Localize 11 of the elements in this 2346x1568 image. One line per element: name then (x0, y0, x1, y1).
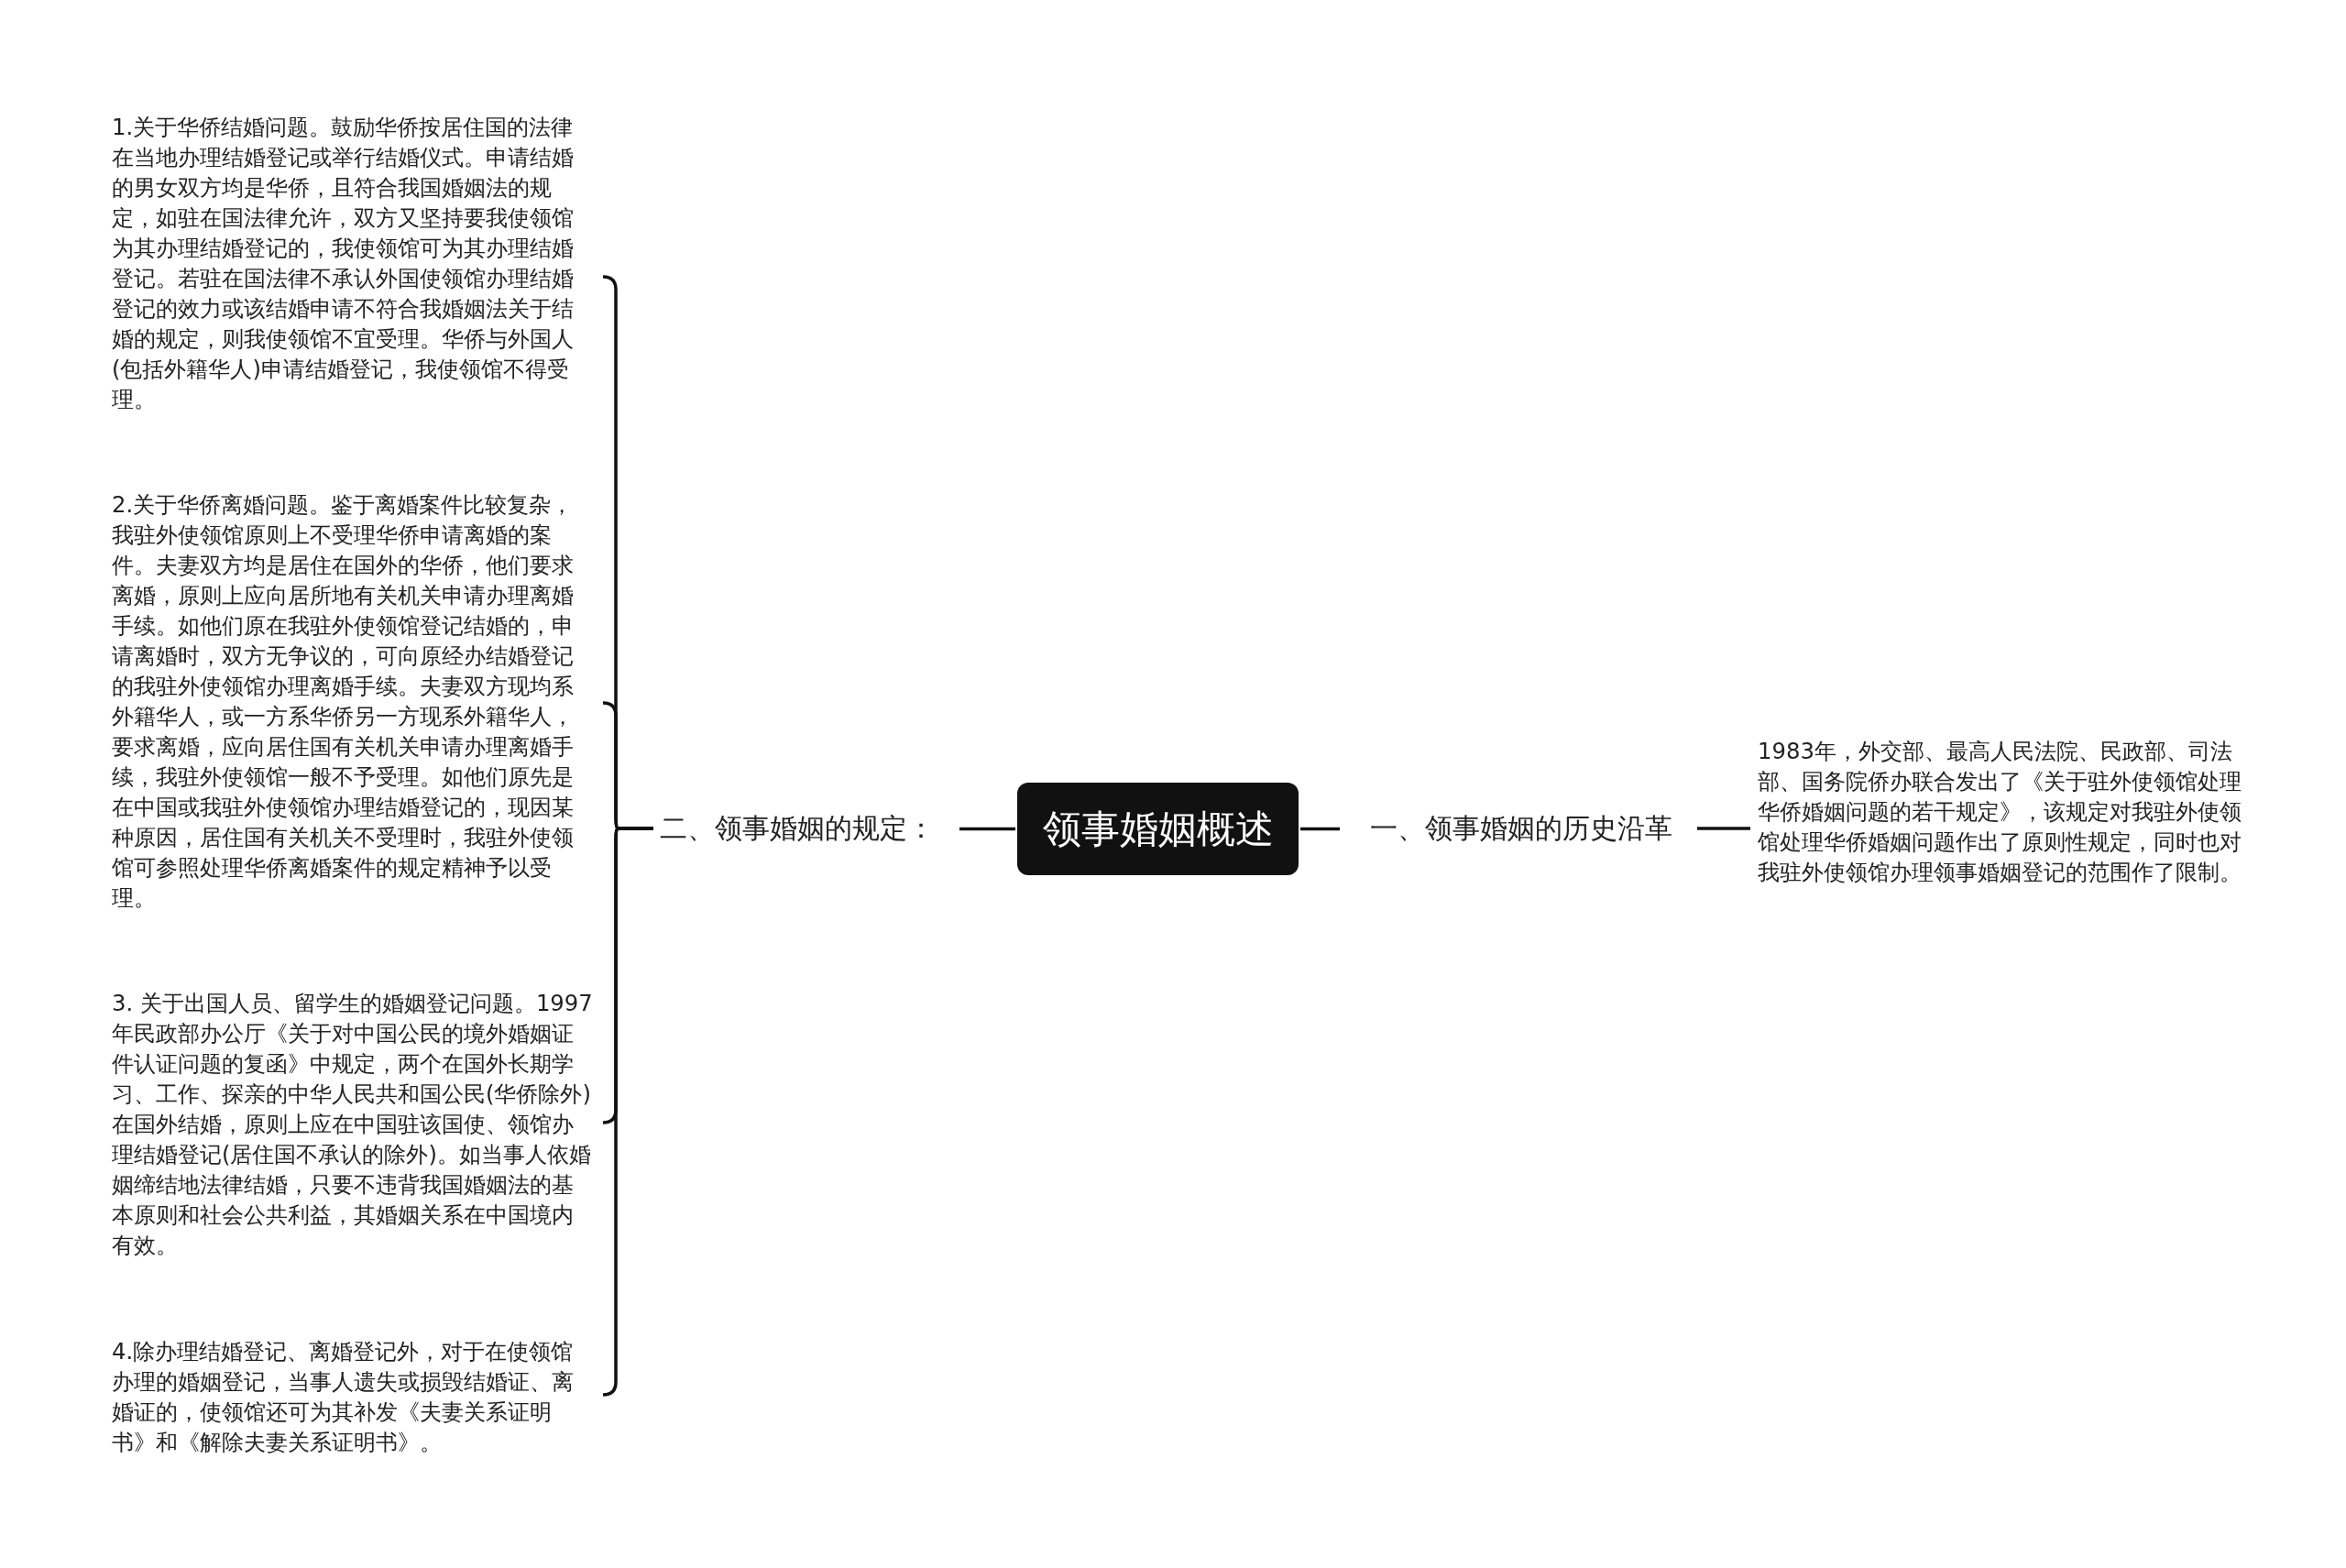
connector-line (959, 827, 1015, 831)
detail-text: 2.关于华侨离婚问题。鉴于离婚案件比较复杂，我驻外使领馆原则上不受理华侨申请离婚的案件。夫妻双方均是居住在国外的华侨，他们要求离婚，原则上应向居所地有关机关申请办理离婚手续。如他们原在我驻外使领馆登记结婚的，申请离婚时，双方无争议的，可向原经办结婚登记的我驻外使领馆办理离婚手续。夫妻双方现均系外籍华人，或一方系华侨另一方现系外籍华人，要求离婚，应向居住国有关机关申请办理离婚手续，我驻外使领馆一般不予受理。如他们原先是在中国或我驻外使领馆办理结婚登记的，现因某种原因，居住国有关机关不受理时，我驻外使领馆可参照处理华侨离婚案件的规定精神予以受理。 (112, 491, 574, 911)
detail-text: 4.除办理结婚登记、离婚登记外，对于在使领馆办理的婚姻登记，当事人遗失或损毁结婚证、离婚证的，使领馆还可为其补发《夫妻关系证明书》和《解除夫妻关系证明书》。 (112, 1338, 574, 1455)
branch-topic: 二、领事婚姻的规定： (660, 810, 935, 846)
branch-topic: 一、领事婚姻的历史沿革 (1370, 810, 1672, 846)
central-topic-box: 领事婚姻概述 (1017, 783, 1299, 875)
detail-text: 1.关于华侨结婚问题。鼓励华侨按居住国的法律在当地办理结婚登记或举行结婚仪式。申请结婚的男女双方均是华侨，且符合我国婚姻法的规定，如驻在国法律允许，双方又坚持要我使领馆为其办理结婚登记的，我使领馆可为其办理结婚登记。若驻在国法律不承认外国使领馆办理结婚登记的效力或该结婚申请不符合我婚姻法关于结婚的规定，则我使领馆不宜受理。华侨与外国人(包括外籍华人)申请结婚登记，我使领馆不得受理。 (112, 114, 574, 412)
detail-text: 1983年，外交部、最高人民法院、民政部、司法部、国务院侨办联合发出了《关于驻外使领馆处理华侨婚姻问题的若干规定》，该规定对我驻外使领馆处理华侨婚姻问题作出了原则性规定，同时也对我驻外使领馆办理领事婚姻登记的范围作了限制。 (1758, 738, 2242, 885)
connector-line (1697, 827, 1750, 830)
connector-line (1300, 827, 1340, 831)
detail-text: 3. 关于出国人员、留学生的婚姻登记问题。1997年民政部办公厅《关于对中国公民的境外婚姻证件认证问题的复函》中规定，两个在国外长期学习、工作、探亲的中华人民共和国公民(华侨除外)在国外结婚，原则上应在中国驻该国使、领馆办理结婚登记(居住国不承认的除外)。如当事人依婚姻缔结地法律结婚，只要不违背我国婚姻法的基本原则和社会公共利益，其婚姻关系在中国境内有效。 (112, 990, 593, 1258)
